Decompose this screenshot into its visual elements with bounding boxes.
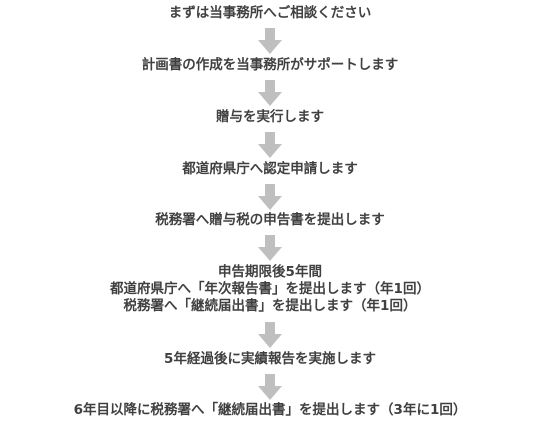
step-text: 6年目以降に税務署へ「継続届出書」を提出します（3年に1回） xyxy=(73,402,467,418)
step-continuation-notice: 6年目以降に税務署へ「継続届出書」を提出します（3年に1回） xyxy=(0,402,540,419)
step-plan-support: 計画書の作成を当事務所がサポートします xyxy=(0,57,540,74)
step-text: 5年経過後に実績報告を実施します xyxy=(164,351,376,367)
down-arrow-icon xyxy=(258,184,282,210)
step-text: まずは当事務所へご相談ください xyxy=(168,5,372,21)
down-arrow-icon xyxy=(258,374,282,400)
down-arrow-icon xyxy=(258,235,282,261)
step-performance-report: 5年経過後に実績報告を実施します xyxy=(0,351,540,368)
step-five-year-period: 申告期限後5年間 都道府県庁へ「年次報告書」を提出します（年1回） 税務署へ「継… xyxy=(0,264,540,315)
step-text: 都道府県庁へ認定申請します xyxy=(182,161,358,177)
step-text: 計画書の作成を当事務所がサポートします xyxy=(141,57,399,73)
step-consultation: まずは当事務所へご相談ください xyxy=(0,5,540,22)
down-arrow-icon xyxy=(258,322,282,348)
step-certification-application: 都道府県庁へ認定申請します xyxy=(0,161,540,178)
step-execute-gift: 贈与を実行します xyxy=(0,109,540,126)
step-tax-return: 税務署へ贈与税の申告書を提出します xyxy=(0,212,540,229)
down-arrow-icon xyxy=(258,132,282,158)
down-arrow-icon xyxy=(258,28,282,54)
step-text: 税務署へ「継続届出書」を提出します（年1回） xyxy=(123,298,417,314)
down-arrow-icon xyxy=(258,80,282,106)
step-text: 贈与を実行します xyxy=(216,109,324,125)
step-heading: 申告期限後5年間 xyxy=(218,264,322,280)
step-text: 税務署へ贈与税の申告書を提出します xyxy=(155,212,385,228)
step-text: 都道府県庁へ「年次報告書」を提出します（年1回） xyxy=(110,281,430,297)
